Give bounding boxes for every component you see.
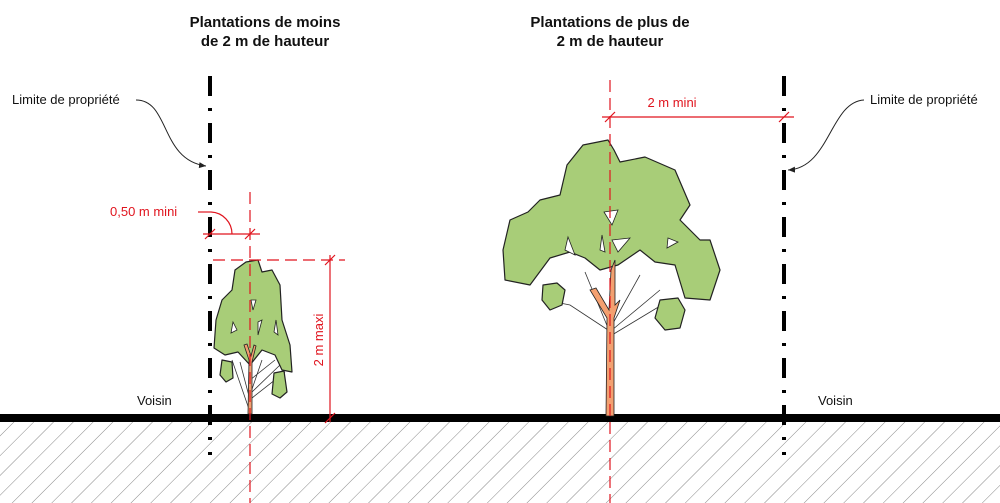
neighbor-label-left: Voisin xyxy=(137,393,172,408)
leader-arrow-right xyxy=(787,99,865,173)
small-tree xyxy=(213,259,293,415)
property-limit-label-right: Limite de propriété xyxy=(870,92,978,107)
title-small-plantings-line1: Plantations de moins xyxy=(190,14,341,31)
dimensions-small-tree xyxy=(198,192,345,503)
ground-hatching xyxy=(0,422,1000,503)
ground-line xyxy=(0,414,1000,422)
title-large-plantings-line2: 2 m de hauteur xyxy=(557,33,664,50)
title-large-plantings-line1: Plantations de plus de xyxy=(530,14,689,31)
dimension-label-0-50m-min: 0,50 m mini xyxy=(110,204,177,219)
dimension-label-2m-max: 2 m maxi xyxy=(311,314,326,367)
dimensions-large-tree xyxy=(602,80,794,503)
neighbor-label-right: Voisin xyxy=(818,393,853,408)
title-small-plantings-line2: de 2 m de hauteur xyxy=(201,33,330,50)
dimension-label-2m-min: 2 m mini xyxy=(647,95,696,110)
large-tree xyxy=(502,139,721,417)
leader-arrow-left xyxy=(135,99,207,169)
property-limit-label-left: Limite de propriété xyxy=(12,92,120,107)
